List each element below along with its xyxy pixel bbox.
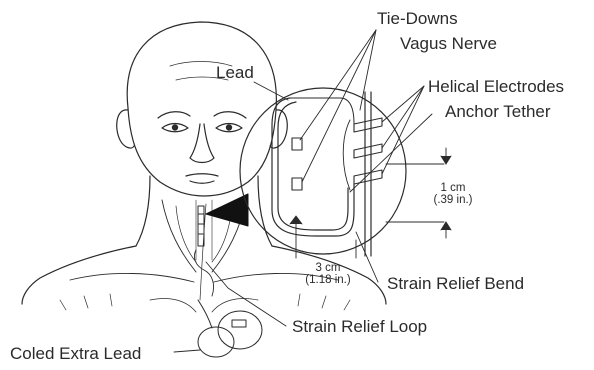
lead-label: Lead (216, 64, 254, 81)
neck-implant-site (194, 206, 213, 296)
electrode-gap-imperial: (.39 in.) (424, 194, 482, 206)
vagus-nerve-label: Vagus Nerve (400, 35, 497, 52)
electrode-gap-text: 1 cm (.39 in.) (424, 182, 482, 206)
coiled-extra-lead (198, 300, 262, 357)
bend-length-imperial: (1.18 in.) (296, 274, 360, 286)
lead-wire (272, 98, 354, 236)
strain-relief-loop-label: Strain Relief Loop (292, 318, 427, 335)
anchor-tether-label: Anchor Tether (445, 103, 551, 120)
strain-relief-bend-label: Strain Relief Bend (387, 275, 524, 292)
coiled-extra-lead-label: Coled Extra Lead (10, 345, 141, 362)
bend-length-text: 3 cm (1.18 in.) (296, 262, 360, 286)
helical-electrodes-label: Helical Electrodes (428, 78, 564, 95)
electrode-gap-metric: 1 cm (424, 182, 482, 194)
tie-downs-label: Tie-Downs (377, 10, 458, 27)
bend-length-metric: 3 cm (296, 262, 360, 274)
leader-lines (174, 30, 432, 352)
helical-electrodes (343, 118, 382, 190)
tie-downs (292, 138, 302, 190)
